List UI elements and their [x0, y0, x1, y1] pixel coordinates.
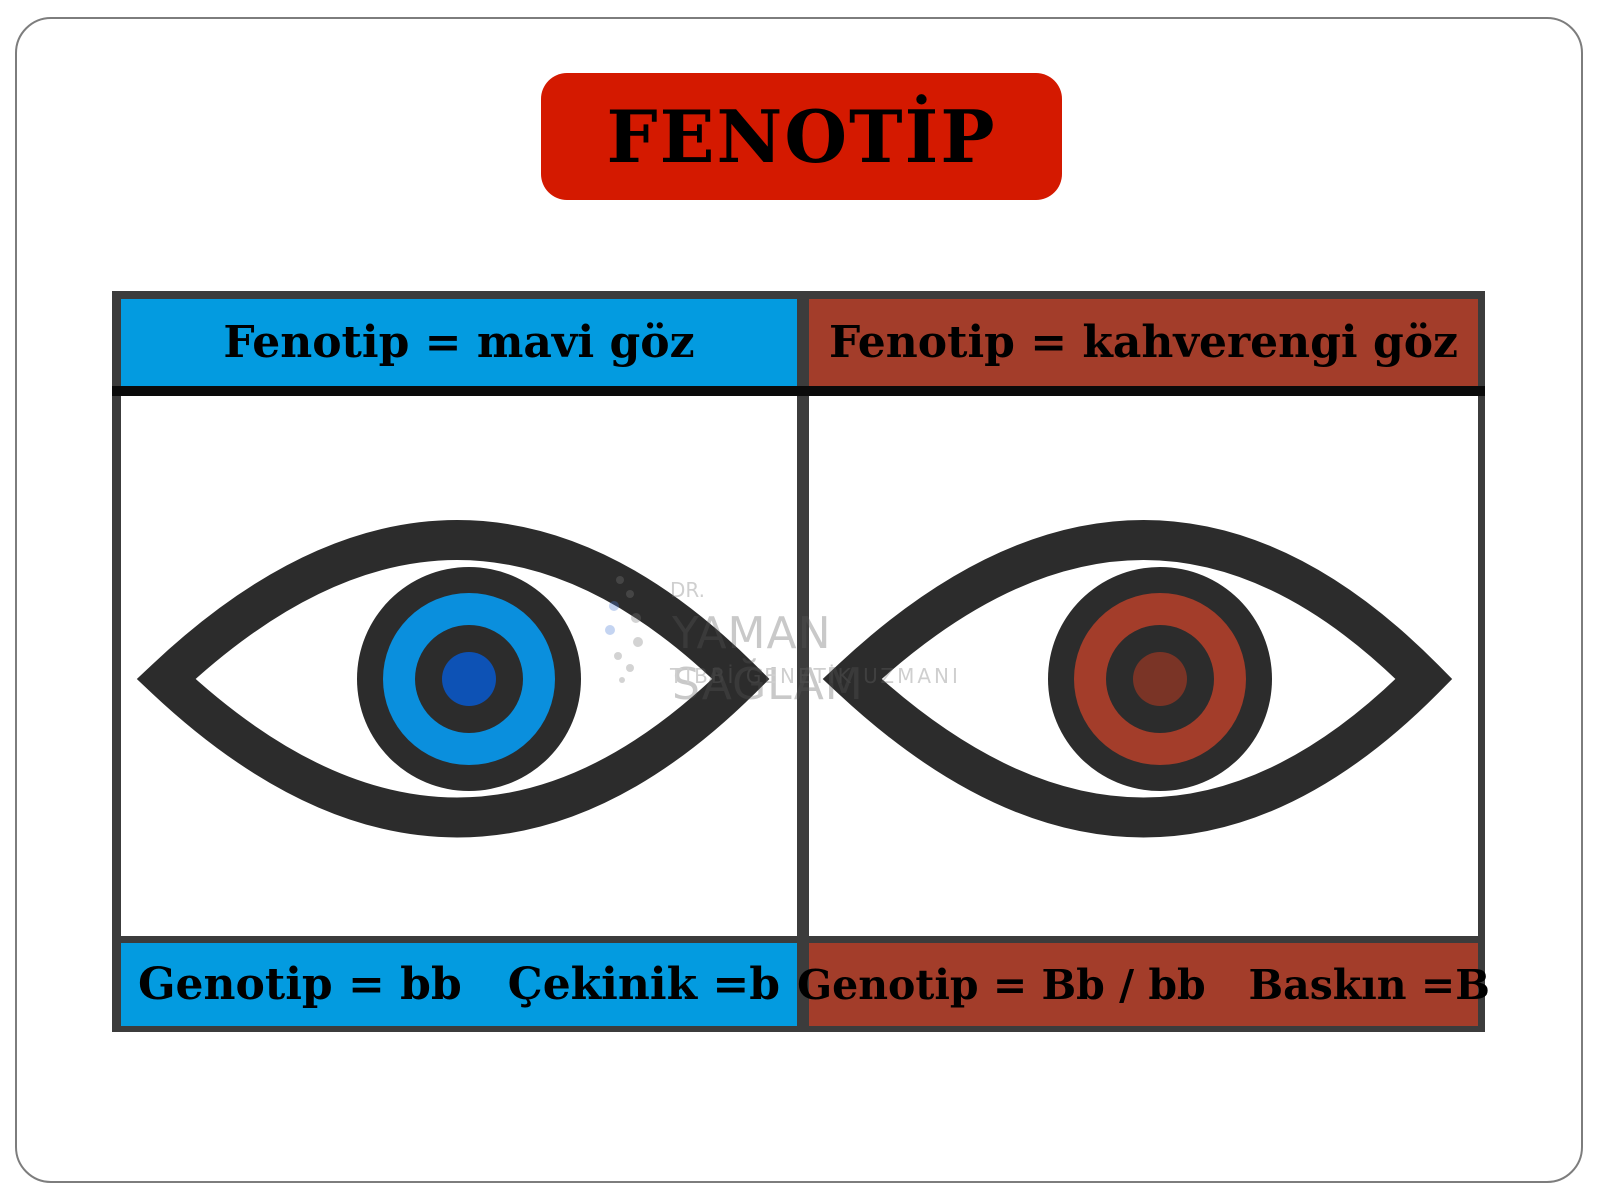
comparison-table: Fenotip = mavi göz Fenotip = kahverengi … — [112, 291, 1490, 1032]
footer-brown-genotype: Genotip = Bb / bb Baskın =B — [797, 943, 1490, 1026]
brown-eye-icon — [822, 520, 1453, 838]
blue-eye-icon — [136, 520, 770, 838]
header-blue-phenotype: Fenotip = mavi göz — [121, 299, 797, 386]
page-title: FENOTİP — [606, 94, 997, 179]
header-divider — [112, 386, 1485, 396]
brown-eye-cell — [809, 396, 1478, 936]
header-brown-phenotype: Fenotip = kahverengi göz — [809, 299, 1478, 386]
footer-blue-genotype: Genotip = bb Çekinik =b — [121, 943, 797, 1026]
title-banner: FENOTİP — [541, 73, 1062, 200]
blue-eye-cell — [121, 396, 797, 936]
